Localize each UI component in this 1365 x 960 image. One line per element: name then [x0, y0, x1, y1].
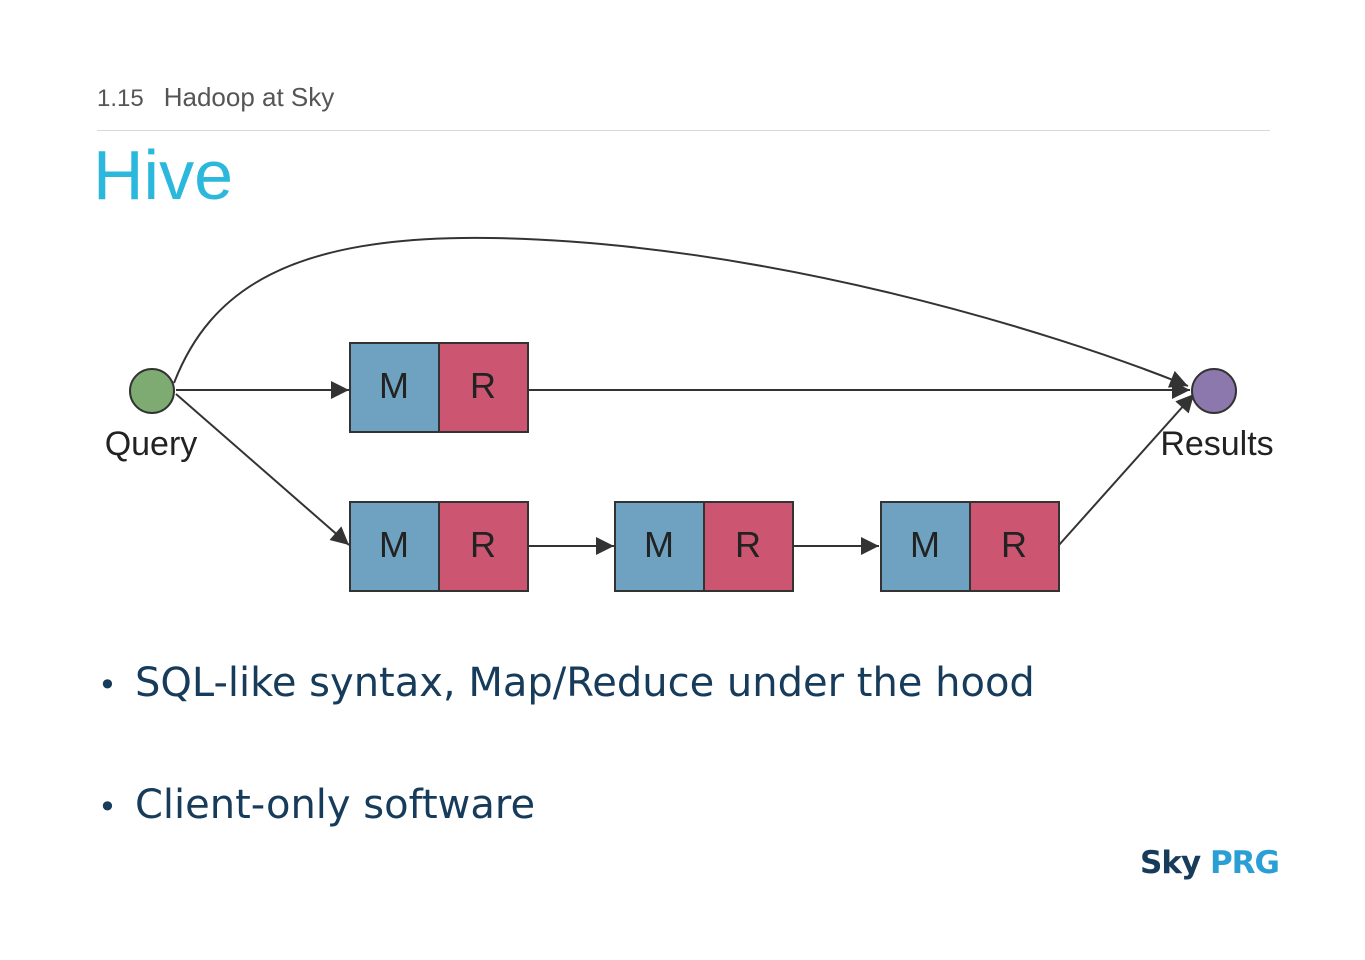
mapreduce-job-3: M R [614, 501, 794, 592]
map-label: M [379, 524, 409, 565]
edge-job-4-to-results [1058, 393, 1195, 546]
results-node [1191, 368, 1237, 414]
map-label: M [910, 524, 940, 565]
bullet-text: Client-only software [135, 782, 536, 828]
bullet-item: • Client-only software [98, 777, 1035, 899]
bullet-text: SQL-like syntax, Map/Reduce under the ho… [135, 660, 1035, 706]
reduce-label: R [1001, 524, 1027, 565]
mapreduce-job-4: M R [880, 501, 1060, 592]
bullet-dot: • [98, 666, 117, 704]
query-node [129, 368, 175, 414]
section-number: 1.15 [97, 85, 144, 112]
map-block [349, 501, 440, 592]
results-label: Results [1160, 425, 1273, 463]
header-divider [97, 130, 1270, 131]
map-block [349, 342, 440, 433]
edge-query-to-job-2 [175, 393, 350, 546]
map-label: M [644, 524, 674, 565]
reduce-label: R [470, 365, 496, 406]
reduce-label: R [735, 524, 761, 565]
reduce-block [438, 501, 529, 592]
edge-query-to-results-direct [173, 236, 1189, 388]
reduce-block [438, 342, 529, 433]
logo-sky-text: Sky [1140, 845, 1201, 881]
slide-title: Hive [93, 136, 234, 214]
mapreduce-job-1: M R [349, 342, 529, 433]
map-label: M [379, 365, 409, 406]
bullet-dot: • [98, 788, 117, 826]
mapreduce-job-2: M R [349, 501, 529, 592]
slide-header: 1.15 Hadoop at Sky [97, 82, 334, 113]
map-block [880, 501, 971, 592]
bullet-list: • SQL-like syntax, Map/Reduce under the h… [98, 655, 1035, 899]
reduce-label: R [470, 524, 496, 565]
section-title: Hadoop at Sky [163, 82, 335, 112]
reduce-block [969, 501, 1060, 592]
reduce-block [703, 501, 794, 592]
map-block [614, 501, 705, 592]
bullet-item: • SQL-like syntax, Map/Reduce under the h… [98, 655, 1035, 777]
logo-prg-text: PRG [1209, 845, 1280, 881]
query-label: Query [105, 425, 198, 463]
sky-prg-logo: Sky PRG [1140, 845, 1280, 881]
